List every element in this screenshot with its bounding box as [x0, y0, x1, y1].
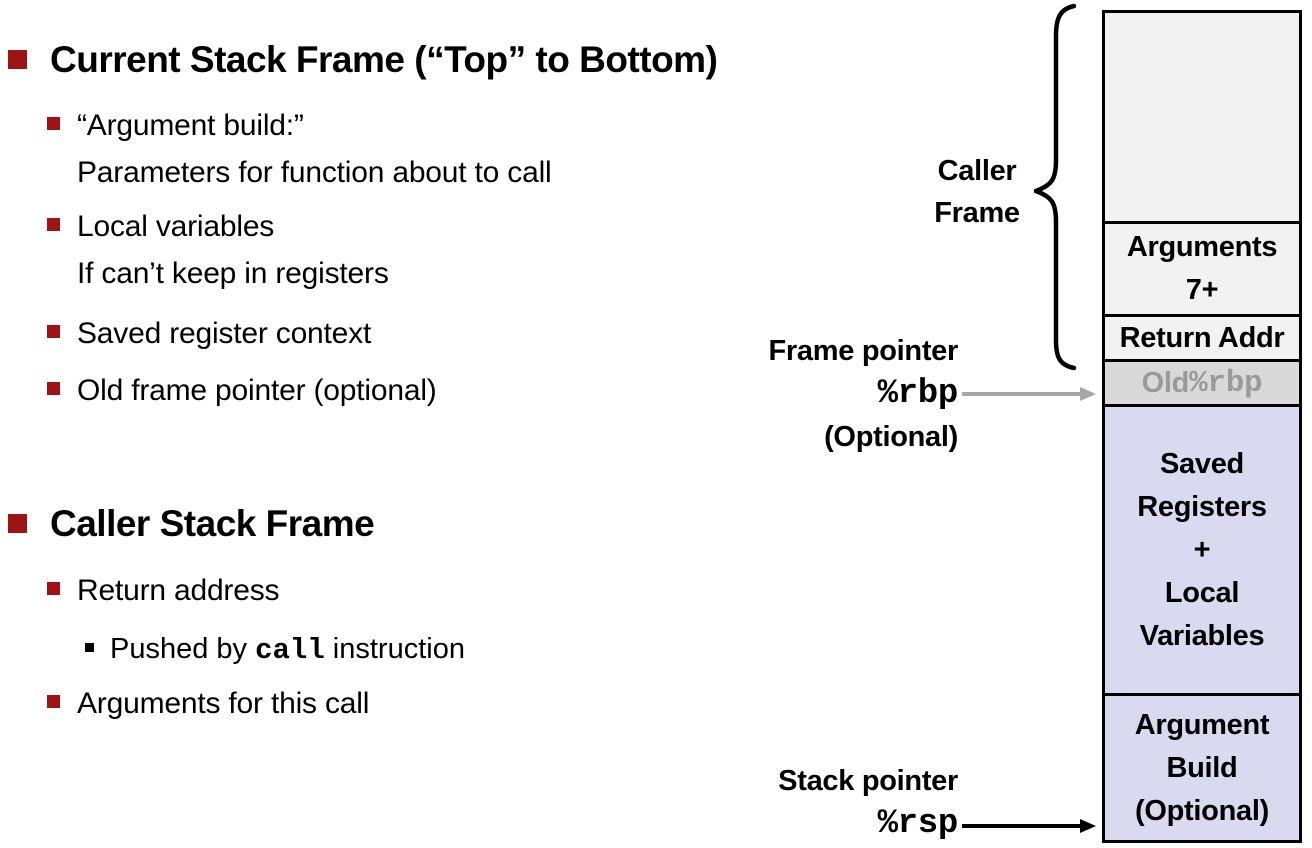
- bullet-line: “Argument build:”: [77, 109, 304, 142]
- bullet-line: If can’t keep in registers: [77, 257, 389, 290]
- stack-block-arguments-7plus: Arguments 7+: [1102, 221, 1302, 317]
- frame-pointer-arrow-icon: [962, 387, 1096, 401]
- bullet-square-icon: [47, 695, 60, 708]
- bullet-item-argument-build: “Argument build:” Parameters for functio…: [47, 102, 747, 196]
- bullet-square-icon: [47, 117, 60, 130]
- bullet-line: Arguments for this call: [77, 687, 370, 720]
- bullet-item-saved-register-context: Saved register context: [47, 310, 747, 357]
- stack-pointer-title: Stack pointer: [778, 765, 958, 797]
- section-bullet-square-icon: [8, 50, 27, 69]
- bullet-line: Parameters for function about to call: [77, 156, 552, 189]
- bullet-square-icon: [47, 582, 60, 595]
- bullet-item-local-variables: Local variables If can’t keep in registe…: [47, 203, 747, 297]
- stack-block-argument-build: Argument Build (Optional): [1102, 693, 1302, 843]
- bullet-line: Return address: [77, 574, 280, 607]
- frame-pointer-title: Frame pointer: [768, 335, 959, 367]
- stack-block-saved-registers-locals: Saved Registers + Local Variables: [1102, 404, 1302, 696]
- bullet-square-icon: [47, 218, 60, 231]
- frame-pointer-note: (Optional): [824, 421, 958, 453]
- bullet-item-arguments-for-call: Arguments for this call: [47, 680, 747, 727]
- rbp-register-label: %rbp: [877, 375, 959, 413]
- rsp-register-label: %rsp: [877, 805, 959, 843]
- bullet-line: Saved register context: [77, 317, 372, 350]
- section-title: Current Stack Frame (“Top” to Bottom): [50, 39, 718, 80]
- bullet-item-old-frame-pointer: Old frame pointer (optional): [47, 367, 747, 414]
- section-title: Caller Stack Frame: [50, 503, 375, 544]
- frame-pointer-label: Frame pointer %rbp (Optional): [620, 330, 959, 458]
- bullet-line: Old frame pointer (optional): [77, 374, 437, 407]
- call-instruction-code: call: [255, 634, 325, 667]
- bullet-line: Local variables: [77, 210, 275, 243]
- sub-bullet-pushed-by-call: Pushed by call instruction: [85, 627, 785, 673]
- section-current-stack-frame: Current Stack Frame (“Top” to Bottom): [8, 38, 718, 82]
- caller-frame-label: Caller Frame: [934, 155, 1020, 229]
- old-rbp-text: Old: [1141, 366, 1190, 399]
- stack-pointer-label: Stack pointer %rsp: [620, 760, 958, 846]
- sub-bullet-text-pre: Pushed by: [110, 633, 256, 665]
- sub-bullet-text-post: instruction: [324, 633, 465, 665]
- section-caller-stack-frame: Caller Stack Frame: [8, 502, 375, 546]
- stack-block-caller-frame-space: [1102, 10, 1302, 224]
- sub-bullet-square-icon: [85, 643, 94, 652]
- stack-block-return-addr: Return Addr: [1102, 314, 1302, 362]
- old-rbp-register: %rbp: [1189, 365, 1263, 401]
- bullet-item-return-address: Return address: [47, 567, 747, 614]
- caller-frame-brace-icon: [1034, 3, 1077, 371]
- stack-block-old-rbp: Old %rbp: [1102, 359, 1302, 407]
- stack-pointer-arrow-icon: [962, 819, 1096, 833]
- bullet-square-icon: [47, 325, 60, 338]
- stack-diagram: Arguments 7+ Return Addr Old %rbp Saved …: [1102, 10, 1302, 843]
- section-bullet-square-icon: [8, 514, 27, 533]
- bullet-square-icon: [47, 382, 60, 395]
